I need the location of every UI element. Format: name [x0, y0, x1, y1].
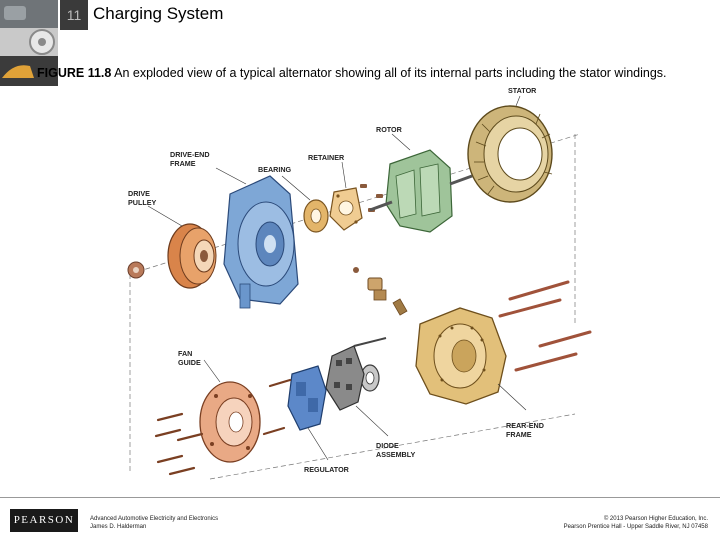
page-title: Charging System	[93, 4, 224, 23]
brush-holder-parts	[353, 267, 408, 316]
label-drive-end-frame-line2: FRAME	[170, 159, 196, 168]
label-leaders	[147, 95, 527, 461]
drive-pulley	[167, 223, 217, 289]
footer-publisher: Pearson Prentice Hall - Upper Saddle Riv…	[563, 524, 708, 530]
label-fan-guide-line2: GUIDE	[178, 358, 201, 367]
label-drive-end-frame-line1: DRIVE-END	[170, 150, 210, 159]
label-stator: STATOR	[508, 86, 537, 95]
fan-guide	[199, 381, 261, 463]
bearing	[303, 199, 329, 233]
alternator-exploded-diagram: STATOR ROTOR DRIVE-END FRAME RETAINER BE…	[127, 86, 592, 480]
regulator	[287, 365, 327, 431]
label-regulator: REGULATOR	[304, 465, 350, 474]
label-retainer: RETAINER	[308, 153, 345, 162]
label-rotor: ROTOR	[376, 125, 403, 134]
label-drive-pulley-line2: PULLEY	[128, 198, 157, 207]
pulley-nut	[127, 261, 145, 279]
footer-divider	[0, 497, 720, 498]
retainer	[329, 187, 363, 231]
label-rear-end-frame-line1: REAR-END	[506, 421, 544, 430]
footer-book-info: Advanced Automotive Electricity and Elec…	[90, 515, 218, 531]
diode-assembly	[325, 337, 387, 411]
rear-bearing	[360, 364, 380, 392]
footer-book-title: Advanced Automotive Electricity and Elec…	[90, 516, 219, 522]
figure-number: FIGURE 11.8	[37, 66, 112, 80]
label-bearing: BEARING	[258, 165, 292, 174]
fan-guide-screws	[154, 378, 292, 476]
label-drive-pulley-line1: DRIVE	[128, 189, 150, 198]
footer-copyright-info: © 2013 Pearson Higher Education, Inc. Pe…	[564, 515, 708, 531]
chapter-thumbnail	[0, 0, 58, 86]
label-diode-assembly-line2: ASSEMBLY	[376, 450, 415, 459]
drive-end-frame	[223, 175, 299, 309]
stator	[467, 105, 553, 203]
chapter-number: 11	[60, 0, 88, 30]
label-fan-guide-line1: FAN	[178, 349, 192, 358]
rotor	[369, 149, 473, 233]
footer-author: James D. Halderman	[90, 524, 147, 530]
label-diode-assembly-line1: DIODE	[376, 441, 399, 450]
figure-caption: FIGURE 11.8 An exploded view of a typica…	[37, 66, 667, 80]
footer-copyright: © 2013 Pearson Higher Education, Inc.	[603, 516, 708, 522]
pearson-logo: PEARSON	[10, 509, 78, 532]
rear-end-frame	[415, 307, 507, 405]
through-bolts	[498, 280, 592, 372]
label-rear-end-frame-line2: FRAME	[506, 430, 532, 439]
figure-caption-text: An exploded view of a typical alternator…	[114, 66, 667, 80]
